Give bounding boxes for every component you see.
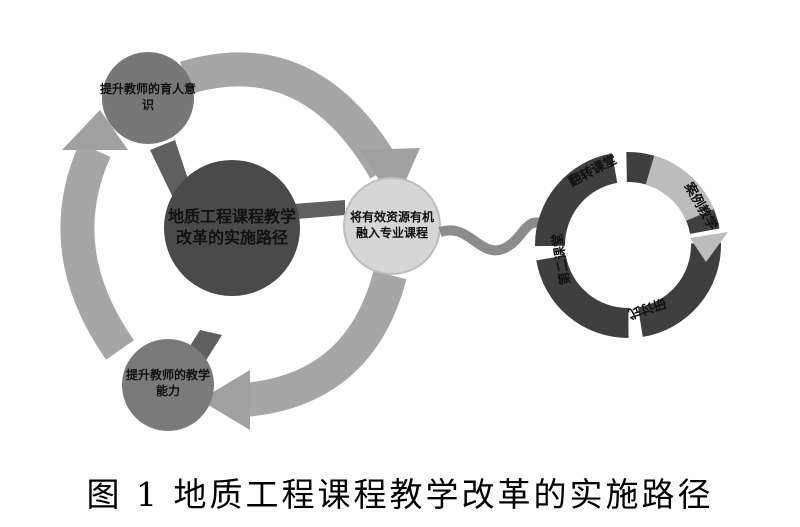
right-cycle-arrowhead — [690, 232, 728, 262]
arrowhead-right — [360, 148, 420, 205]
diagram-canvas — [60, 52, 728, 431]
right-cycle-light-segment — [645, 155, 714, 222]
wavy-connector — [438, 217, 548, 256]
bottom-node-circle — [122, 339, 214, 431]
figure-caption: 图 1 地质工程课程教学改革的实施路径 — [86, 475, 714, 514]
arc-right-to-bottom — [243, 270, 407, 417]
arc-bottom-to-top — [60, 143, 135, 360]
left-cycle-arrows — [60, 52, 407, 417]
left-cycle-arrowheads — [62, 110, 420, 430]
top-node-circle — [102, 52, 194, 144]
arrowhead-bottom — [200, 370, 250, 430]
right-node-circle — [343, 177, 441, 275]
right-cycle — [535, 152, 728, 338]
arrowhead-top-left — [62, 110, 128, 150]
arc-top-to-right — [180, 52, 400, 179]
center-node-circle — [164, 160, 300, 296]
